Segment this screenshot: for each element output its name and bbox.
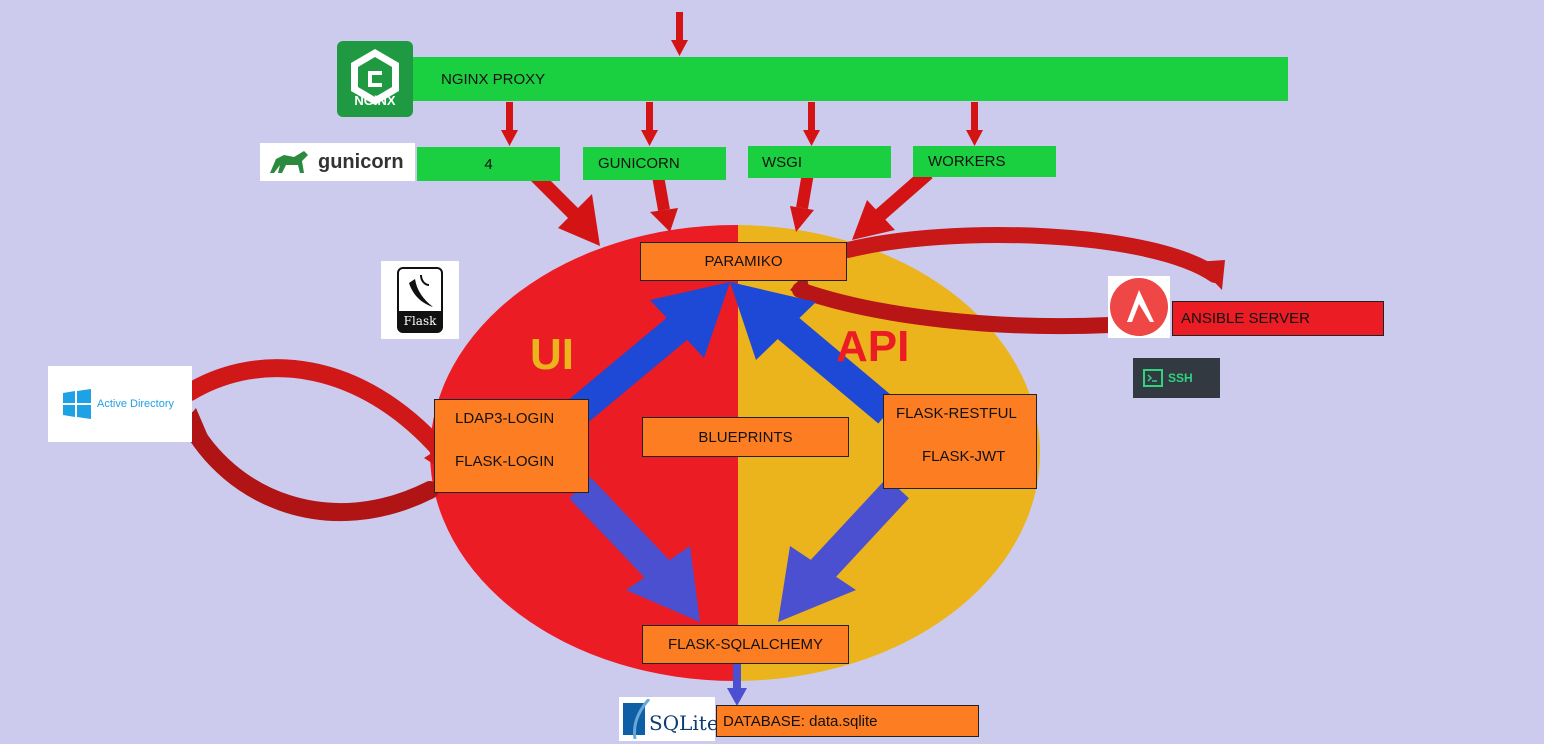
nginx-proxy-label: NGINX PROXY bbox=[441, 70, 546, 88]
workers-count-box: 4 bbox=[417, 147, 560, 181]
terminal-icon bbox=[1143, 369, 1163, 387]
ansible-server-label: ANSIBLE SERVER bbox=[1181, 310, 1310, 327]
ssh-label: SSH bbox=[1168, 371, 1193, 385]
gunicorn-logo: gunicorn bbox=[260, 143, 415, 181]
ansible-logo bbox=[1108, 276, 1170, 338]
database-label: DATABASE: data.sqlite bbox=[723, 712, 878, 730]
windows-icon bbox=[63, 389, 91, 419]
sqlalchemy-label: FLASK-SQLALCHEMY bbox=[667, 636, 824, 653]
wsgi-label: WSGI bbox=[762, 153, 802, 171]
workers-count-label: 4 bbox=[484, 155, 493, 173]
ldap-login-label: LDAP3-LOGIN bbox=[455, 410, 555, 427]
jwt-to-sqlalchemy-arrow bbox=[778, 477, 909, 622]
gunicorn-label: GUNICORN bbox=[598, 155, 680, 172]
nginx-g-icon bbox=[351, 49, 399, 105]
blueprints-label: BLUEPRINTS bbox=[698, 428, 793, 446]
wsgi-box: WSGI bbox=[748, 146, 891, 178]
blueprints-box: BLUEPRINTS bbox=[642, 417, 849, 457]
flask-logo-text: Flask bbox=[399, 311, 441, 331]
nginx-proxy-bar: NGINX PROXY bbox=[413, 57, 1288, 101]
sqlalchemy-to-database-arrow bbox=[727, 664, 747, 706]
flask-logo-badge: Flask bbox=[397, 267, 443, 333]
login-box: LDAP3-LOGIN FLASK-LOGIN bbox=[434, 399, 589, 493]
wsgi-to-paramiko-arrow bbox=[790, 171, 814, 232]
workers-to-paramiko-arrow bbox=[852, 167, 933, 240]
ansible-to-paramiko-arrow bbox=[792, 282, 1118, 335]
flask-login-label: FLASK-LOGIN bbox=[455, 453, 555, 470]
flask-restful-label: FLASK-RESTFUL bbox=[896, 405, 1017, 422]
nginx-to-workers-arrow bbox=[966, 102, 983, 146]
workers-label: WORKERS bbox=[928, 153, 1006, 170]
workers-box: WORKERS bbox=[913, 146, 1056, 177]
ansible-a-icon bbox=[1110, 278, 1168, 336]
paramiko-label: PARAMIKO bbox=[704, 253, 783, 270]
ldap-to-paramiko-arrow bbox=[560, 282, 730, 430]
nginx-logo-text: NGiNX bbox=[354, 93, 396, 108]
ad-to-ldap-arrow bbox=[181, 359, 449, 459]
database-box: DATABASE: data.sqlite bbox=[716, 705, 979, 737]
ldap-to-ad-arrow bbox=[179, 411, 439, 521]
gunicorn-to-paramiko-arrow bbox=[650, 174, 678, 232]
nginx-to-gunicorn-arrow bbox=[641, 102, 658, 146]
sqlite-logo-text: SQLite bbox=[649, 711, 719, 735]
api-auth-box: FLASK-RESTFUL FLASK-JWT bbox=[883, 394, 1037, 489]
active-directory-logo: Active Directory bbox=[48, 366, 192, 442]
restful-to-paramiko-arrow bbox=[730, 282, 898, 424]
unicorn-icon bbox=[270, 151, 308, 173]
four-to-paramiko-arrow bbox=[530, 170, 600, 246]
sqlalchemy-box: FLASK-SQLALCHEMY bbox=[642, 625, 849, 664]
flask-horn-icon bbox=[409, 274, 433, 307]
api-label: API bbox=[836, 322, 910, 371]
nginx-to-wsgi-arrow bbox=[803, 102, 820, 146]
sqlite-logo: SQLite bbox=[619, 697, 719, 741]
nginx-to-4-arrow bbox=[501, 102, 518, 146]
top-input-arrow bbox=[671, 12, 688, 56]
gunicorn-logo-text: gunicorn bbox=[318, 150, 404, 173]
sqlite-feather-icon bbox=[623, 699, 651, 739]
flask-jwt-label: FLASK-JWT bbox=[922, 448, 1006, 465]
paramiko-to-ansible-arrow bbox=[840, 227, 1223, 283]
ssh-badge: SSH bbox=[1133, 358, 1220, 398]
ansible-server-box: ANSIBLE SERVER bbox=[1172, 301, 1384, 336]
gunicorn-box: GUNICORN bbox=[583, 147, 726, 180]
ui-label: UI bbox=[530, 330, 574, 379]
flask-logo: Flask bbox=[381, 261, 459, 339]
active-directory-label: Active Directory bbox=[97, 398, 175, 410]
login-to-sqlalchemy-arrow bbox=[569, 477, 700, 622]
nginx-logo: NGiNX bbox=[337, 41, 413, 117]
paramiko-box: PARAMIKO bbox=[640, 242, 847, 281]
